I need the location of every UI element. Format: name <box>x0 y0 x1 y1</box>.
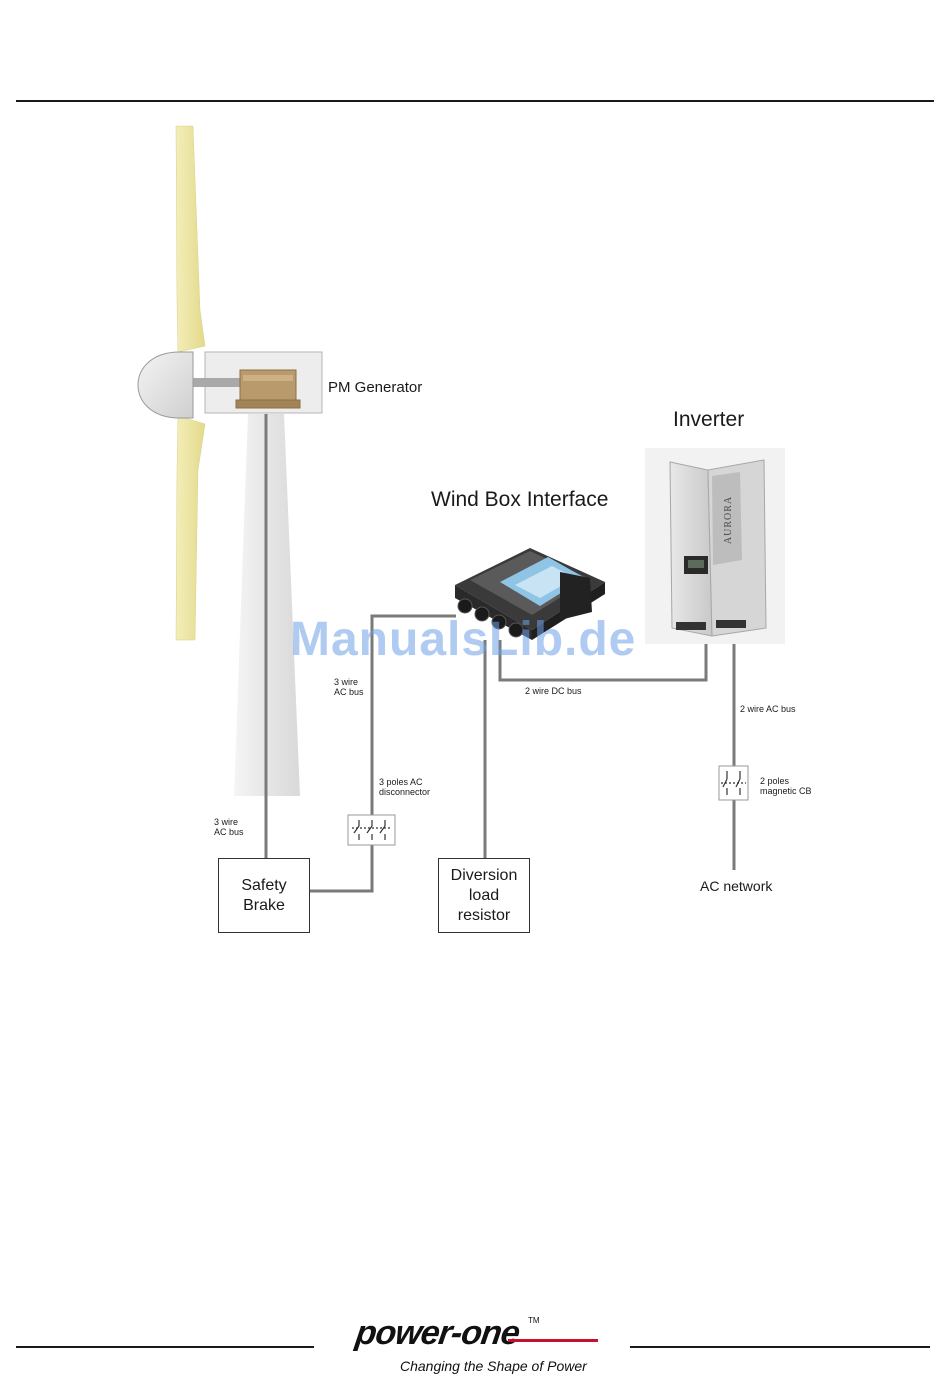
pm-generator-icon <box>236 370 300 408</box>
power-one-logo: power-one TM Changing the Shape of Power <box>350 1312 610 1382</box>
turbine-blade-upper <box>176 126 205 352</box>
rotor-shaft <box>190 378 240 387</box>
ac-network-label: AC network <box>700 878 772 894</box>
safety-brake-box: Safety Brake <box>218 858 310 933</box>
three-pole-disconnector-icon <box>348 815 395 845</box>
logo-accent-bar <box>508 1339 598 1342</box>
ac-bus-3wire-box-label: 3 wire AC bus <box>334 677 364 698</box>
ac-bus-2wire-label: 2 wire AC bus <box>740 704 796 714</box>
turbine-blade-lower <box>176 416 205 640</box>
rotor-hub <box>138 352 193 418</box>
inverter-device: AURORA <box>645 448 785 644</box>
pm-generator-label: PM Generator <box>328 379 422 396</box>
diversion-load-resistor-box: Diversion load resistor <box>438 858 530 933</box>
wind-box-interface-label: Wind Box Interface <box>431 488 608 512</box>
dc-bus-2wire-label: 2 wire DC bus <box>525 686 582 696</box>
logo-tagline: Changing the Shape of Power <box>400 1358 587 1374</box>
ac-bus-3wire-tower-label: 3 wire AC bus <box>214 817 244 838</box>
logo-wordmark: power-one <box>353 1314 521 1353</box>
logo-trademark: TM <box>528 1316 540 1325</box>
inverter-brand-text: AURORA <box>723 496 734 544</box>
inverter-label: Inverter <box>673 408 744 432</box>
disconnector-label: 3 poles AC disconnector <box>379 777 430 798</box>
two-pole-magnetic-cb-icon <box>719 766 748 800</box>
magnetic-cb-label: 2 poles magnetic CB <box>760 776 812 797</box>
watermark-text: ManualsLib.de <box>290 612 636 667</box>
